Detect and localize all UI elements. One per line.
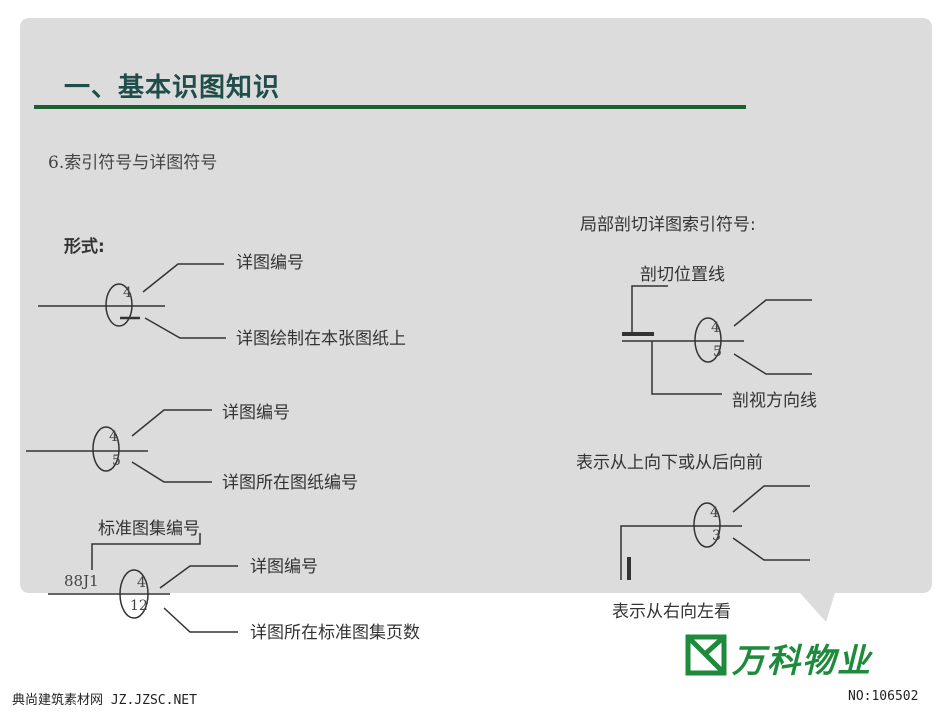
symbol-2-label-upper: 详图编号 bbox=[222, 403, 290, 423]
symbol-3-number: 4 bbox=[137, 575, 146, 591]
symbol-1-leader-lower bbox=[144, 317, 226, 339]
section-2-sheet: 3 bbox=[712, 528, 721, 544]
section-1-sheet: 5 bbox=[713, 344, 722, 360]
detail-symbol-3 bbox=[48, 533, 238, 633]
section-2-reference-line bbox=[620, 525, 742, 580]
section-2-leader-upper bbox=[732, 485, 810, 513]
symbol-3-label-lower: 详图所在标准图集页数 bbox=[250, 623, 420, 643]
view-direction-leader bbox=[651, 341, 722, 395]
section-2-leader-lower bbox=[732, 537, 810, 561]
symbol-1-circle bbox=[105, 283, 133, 327]
symbol-3-label-upper: 详图编号 bbox=[250, 557, 318, 577]
content-panel bbox=[20, 18, 932, 622]
cut-position-label: 剖切位置线 bbox=[640, 265, 725, 285]
section-2-number: 4 bbox=[710, 505, 719, 521]
footer-watermark-right: NO:106502 bbox=[848, 689, 919, 704]
page-title: 一、基本识图知识 bbox=[64, 73, 281, 103]
section-1-leader-upper bbox=[733, 299, 812, 327]
symbol-2-leader-upper bbox=[131, 409, 212, 437]
section-symbol-2 bbox=[620, 485, 810, 580]
section-2-caption: 表示从上向下或从后向前 bbox=[576, 453, 763, 473]
footer-watermark-left: 典尚建筑素材网 JZ.JZSC.NET bbox=[12, 693, 197, 708]
section-1-number: 4 bbox=[711, 320, 720, 336]
section-1-circle bbox=[694, 317, 722, 363]
symbol-1-label-upper: 详图编号 bbox=[236, 253, 304, 273]
symbol-2-circle bbox=[92, 426, 120, 472]
form-label: 形式: bbox=[64, 237, 105, 257]
symbol-1-leader-upper bbox=[142, 263, 224, 293]
symbol-2-sheet: 5 bbox=[112, 453, 121, 469]
brand-name: 万科物业 bbox=[732, 641, 872, 680]
symbol-3-leader-lower bbox=[163, 607, 238, 633]
view-direction-label: 剖视方向线 bbox=[732, 391, 817, 411]
symbol-3-atlas-bracket bbox=[91, 533, 201, 570]
section-index-title: 局部剖切详图索引符号: bbox=[580, 215, 756, 235]
cut-label-leader bbox=[631, 285, 668, 332]
section-1-leader-lower bbox=[733, 353, 812, 375]
symbol-3-leader-upper bbox=[159, 565, 238, 589]
section-symbol-1 bbox=[622, 285, 812, 395]
section-2-circle bbox=[693, 502, 721, 548]
detail-symbol-2 bbox=[26, 409, 212, 483]
symbol-1-label-lower: 详图绘制在本张图纸上 bbox=[236, 329, 406, 349]
symbol-2-number: 4 bbox=[109, 429, 118, 445]
section-2-caption-bottom: 表示从右向左看 bbox=[612, 602, 731, 622]
vanke-logo-icon bbox=[685, 634, 727, 676]
symbol-3-page: 12 bbox=[130, 598, 148, 614]
title-rule bbox=[34, 105, 746, 109]
section-subtitle: 6.索引符号与详图符号 bbox=[48, 153, 218, 173]
atlas-label: 标准图集编号 bbox=[98, 519, 200, 539]
symbol-2-label-lower: 详图所在图纸编号 bbox=[222, 473, 358, 493]
atlas-code: 88J1 bbox=[64, 572, 99, 590]
symbol-2-leader-lower bbox=[131, 461, 212, 483]
detail-symbol-1 bbox=[38, 263, 226, 339]
symbol-1-number: 4 bbox=[123, 285, 132, 301]
symbol-3-circle bbox=[119, 569, 149, 619]
